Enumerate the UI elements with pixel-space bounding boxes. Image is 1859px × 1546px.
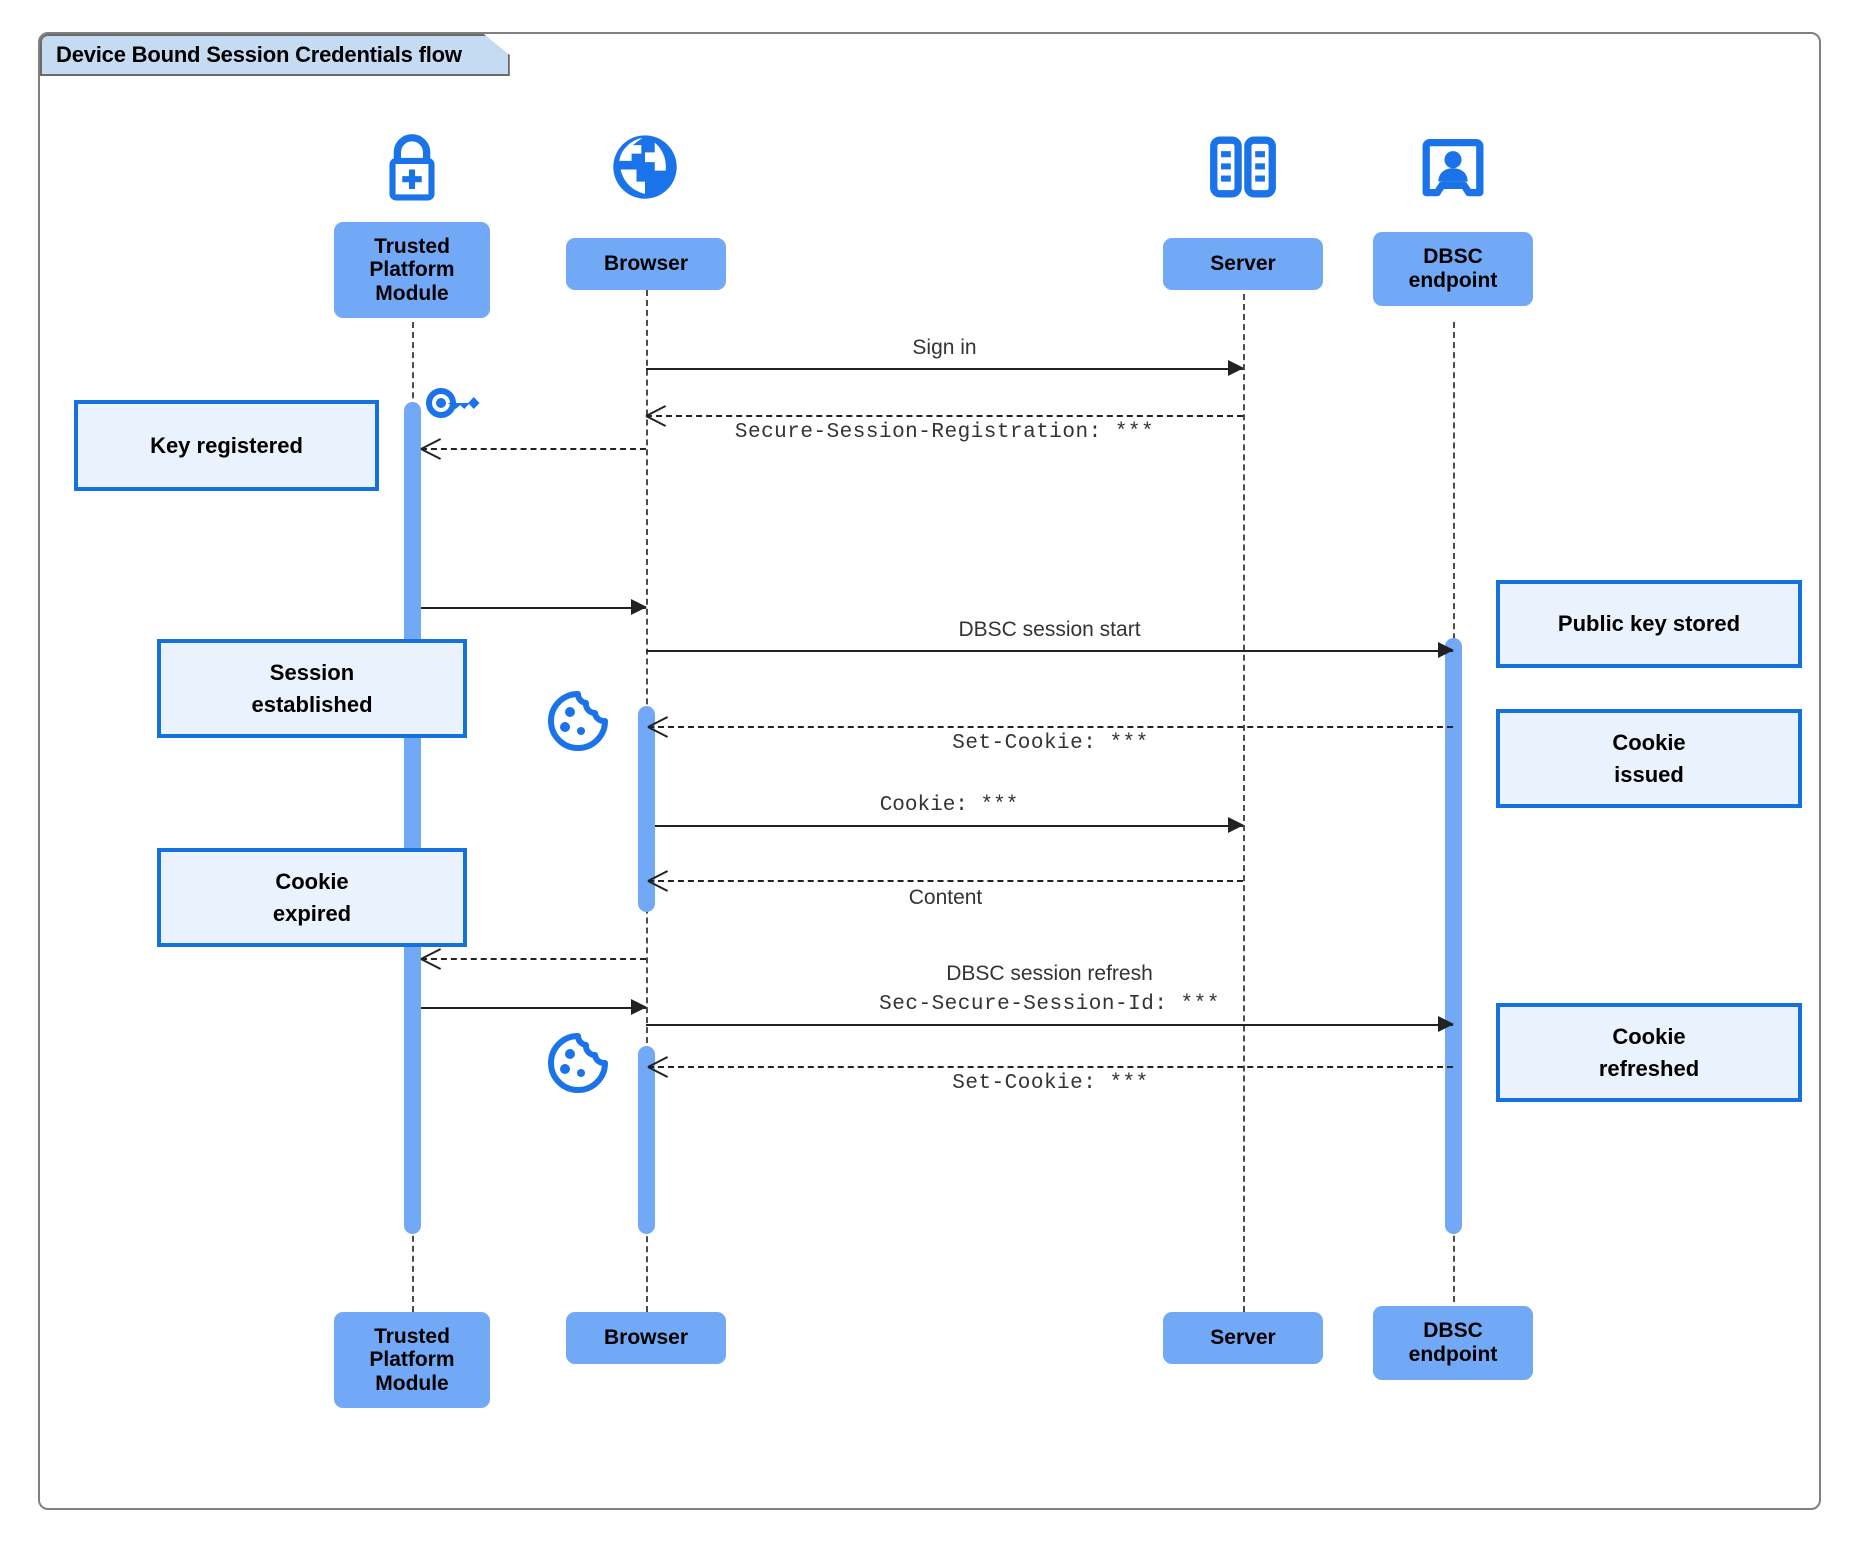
arrowhead-filled-right bbox=[1228, 817, 1244, 833]
participant-tpm-top[interactable]: Trusted Platform Module bbox=[334, 222, 490, 318]
id-badge-icon bbox=[1414, 128, 1492, 211]
participant-dbsc-top[interactable]: DBSC endpoint bbox=[1373, 232, 1533, 306]
arrowhead-filled-right bbox=[1438, 1016, 1454, 1032]
message-label-secondary: Sec-Secure-Session-Id: *** bbox=[879, 993, 1220, 1016]
participant-label: Browser bbox=[603, 252, 689, 276]
message-label: DBSC session start bbox=[958, 618, 1141, 641]
arrowhead-open-left bbox=[421, 437, 441, 459]
arrowhead-filled-right bbox=[631, 999, 647, 1015]
participant-dbsc-bottom[interactable]: DBSC endpoint bbox=[1373, 1306, 1533, 1380]
cookie-icon bbox=[545, 1032, 611, 1099]
participant-label-line2: Platform bbox=[369, 258, 455, 282]
lifeline-server bbox=[1243, 284, 1245, 1312]
note-session-established: Session established bbox=[157, 639, 467, 738]
message-label-primary: DBSC session refresh bbox=[946, 962, 1153, 985]
note-text-line2: expired bbox=[272, 900, 352, 926]
message-line bbox=[646, 368, 1243, 370]
message-label: Secure-Session-Registration: *** bbox=[734, 421, 1155, 444]
arrowhead-filled-right bbox=[1438, 642, 1454, 658]
note-text-line2: issued bbox=[1614, 761, 1684, 787]
participant-label-line3: Module bbox=[375, 1371, 449, 1395]
message-line bbox=[421, 1007, 646, 1009]
message-label mono: Cookie: *** bbox=[879, 794, 1019, 817]
message-line bbox=[648, 880, 1243, 882]
note-text-line1: Session bbox=[269, 659, 355, 685]
padlock-plus-icon bbox=[373, 128, 451, 211]
message-line bbox=[646, 415, 1243, 417]
globe-icon bbox=[606, 128, 684, 211]
message-line bbox=[421, 958, 646, 960]
participant-label-line1: Trusted bbox=[374, 234, 450, 258]
note-public-key-stored: Public key stored bbox=[1496, 580, 1802, 668]
participant-browser-bottom[interactable]: Browser bbox=[566, 1312, 726, 1364]
participant-server-top[interactable]: Server bbox=[1163, 238, 1323, 290]
note-text: Public key stored bbox=[1557, 611, 1741, 637]
participant-label-line3: Module bbox=[375, 281, 449, 305]
note-text: Key registered bbox=[150, 432, 303, 458]
note-text-line1: Cookie bbox=[1612, 729, 1686, 755]
note-text-line1: Cookie bbox=[275, 868, 349, 894]
message-line bbox=[421, 448, 646, 450]
participant-label-line2: Platform bbox=[369, 1348, 455, 1372]
message-label: Sign in bbox=[912, 336, 977, 359]
participant-label-line1: Trusted bbox=[374, 1324, 450, 1348]
note-cookie-refreshed: Cookie refreshed bbox=[1496, 1003, 1802, 1102]
activation-bar-dbsc bbox=[1445, 638, 1462, 1234]
participant-tpm-bottom[interactable]: Trusted Platform Module bbox=[334, 1312, 490, 1408]
note-text-line1: Cookie bbox=[1612, 1023, 1686, 1049]
note-text-line2: established bbox=[251, 691, 373, 717]
note-cookie-expired: Cookie expired bbox=[157, 848, 467, 947]
participant-label: Browser bbox=[603, 1326, 689, 1350]
cookie-icon bbox=[545, 690, 611, 757]
message-line bbox=[646, 650, 1453, 652]
arrowhead-filled-right bbox=[631, 599, 647, 615]
note-key-registered: Key registered bbox=[74, 400, 379, 491]
message-line bbox=[655, 825, 1243, 827]
diagram-title-tab: Device Bound Session Credentials flow bbox=[40, 34, 510, 76]
participant-label-line1: DBSC bbox=[1423, 245, 1483, 269]
server-rack-icon bbox=[1204, 128, 1282, 211]
note-cookie-issued: Cookie issued bbox=[1496, 709, 1802, 808]
participant-label-line1: DBSC bbox=[1423, 1319, 1483, 1343]
activation-bar-browser-1 bbox=[638, 706, 655, 912]
participant-label: Server bbox=[1210, 252, 1276, 276]
page-title: Device Bound Session Credentials flow bbox=[56, 42, 462, 67]
activation-bar-browser-2 bbox=[638, 1046, 655, 1234]
message-label: Set-Cookie: *** bbox=[952, 1072, 1149, 1095]
message-line bbox=[646, 1024, 1453, 1026]
participant-label: Server bbox=[1210, 1326, 1276, 1350]
participant-browser-top[interactable]: Browser bbox=[566, 238, 726, 290]
activation-bar-tpm bbox=[404, 402, 421, 1234]
arrowhead-filled-right bbox=[1228, 360, 1244, 376]
message-line bbox=[648, 726, 1453, 728]
message-line bbox=[648, 1066, 1453, 1068]
message-label: Content bbox=[908, 886, 983, 909]
arrowhead-open-left bbox=[421, 947, 441, 969]
note-text-line2: refreshed bbox=[1598, 1055, 1700, 1081]
participant-server-bottom[interactable]: Server bbox=[1163, 1312, 1323, 1364]
message-label: Set-Cookie: *** bbox=[952, 732, 1149, 755]
participant-label-line2: endpoint bbox=[1408, 1343, 1498, 1366]
message-line bbox=[421, 607, 646, 609]
participant-label-line2: endpoint bbox=[1408, 269, 1498, 292]
key-icon bbox=[425, 380, 487, 431]
